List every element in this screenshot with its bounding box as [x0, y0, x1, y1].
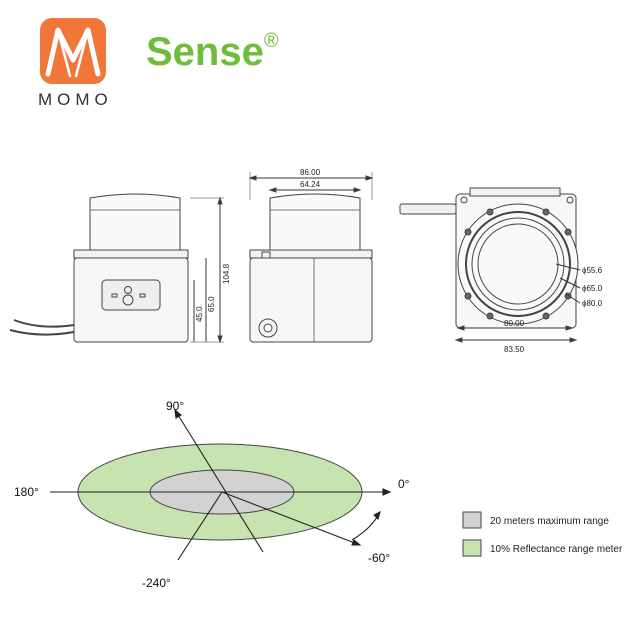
back-view-drawing: [399, 187, 581, 343]
brand-name-text: Sense: [146, 30, 264, 74]
dim-height-mid: 65.0: [207, 296, 216, 312]
dim-height-low: 45.0: [195, 306, 204, 322]
dim-back-width-1: 80.00: [504, 319, 525, 328]
legend-label-reflectance: 10% Reflectance range meter: [490, 544, 623, 555]
angle-0: 0°: [398, 477, 410, 491]
dim-dia-2: ϕ65.0: [582, 284, 603, 293]
dim-width-inner: 64.24: [300, 180, 321, 189]
brand-name: Sense®: [146, 30, 279, 75]
angle-180: 180°: [14, 485, 39, 499]
dim-width-outer: 86.00: [300, 168, 321, 177]
logo-mark-icon: [45, 27, 101, 78]
axis-minus-60: [221, 491, 361, 546]
angle-minus-60: -60°: [368, 551, 390, 565]
axis-minus-240: [177, 491, 223, 561]
legend-swatch-reflectance: [462, 539, 482, 557]
dim-height-total: 104.8: [222, 263, 231, 284]
legend: 20 meters maximum range 10% Reflectance …: [462, 511, 623, 557]
technical-drawings: 104.8 65.0 45.0 86.00 64.24: [9, 168, 603, 354]
axis-90: [174, 409, 264, 553]
legend-label-max-range: 20 meters maximum range: [490, 516, 609, 527]
range-diagram: 90° 180° 0° -60° -240° 20 meters maximum…: [14, 399, 623, 590]
dim-dia-3: ϕ80.0: [582, 299, 603, 308]
legend-swatch-max-range: [462, 511, 482, 529]
registered-mark: ®: [263, 30, 279, 52]
front-view-drawing: [248, 172, 374, 343]
dim-dia-1: ϕ55.6: [582, 266, 603, 275]
logo-text: MOMO: [38, 90, 113, 109]
angle-90: 90°: [166, 399, 184, 413]
side-view-drawing: [9, 193, 224, 344]
brand-logo: [40, 18, 106, 84]
dim-back-width-2: 83.50: [504, 345, 525, 354]
angle-minus-240: -240°: [142, 576, 171, 590]
